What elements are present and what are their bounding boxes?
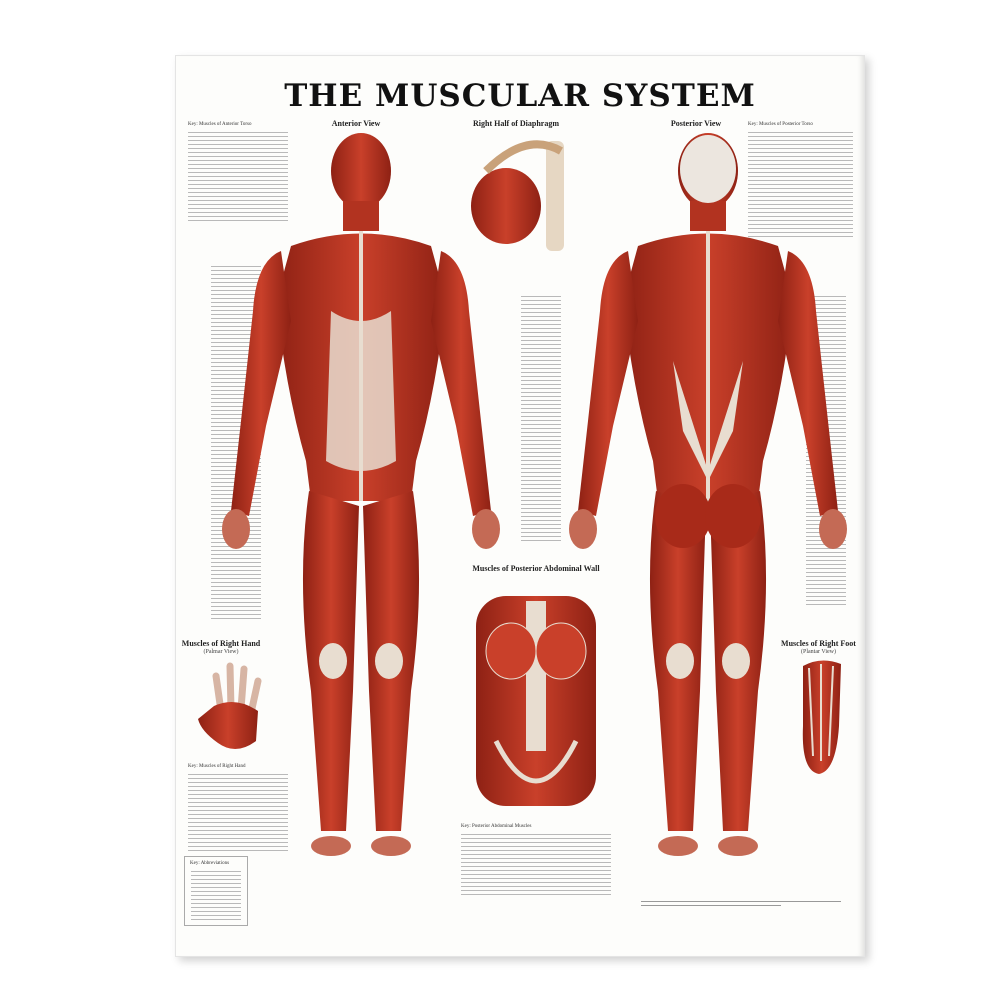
muscular-system-poster: THE MUSCULAR SYSTEM Anterior View Right … <box>175 55 865 957</box>
anterior-view-heading: Anterior View <box>331 119 381 128</box>
hand-heading: Muscles of Right Hand <box>181 639 261 648</box>
hand-subheading: (Palmar View) <box>203 649 239 655</box>
anterior-view-figure <box>222 133 500 856</box>
abbreviations-box <box>184 856 248 926</box>
abdominal-wall-heading: Muscles of Posterior Abdominal Wall <box>472 564 600 573</box>
abdominal-key-list <box>461 834 611 898</box>
foot-figure <box>802 660 841 774</box>
posterior-view-figure <box>569 133 847 856</box>
poster-title: THE MUSCULAR SYSTEM <box>284 78 756 114</box>
posterior-key-list <box>748 132 853 240</box>
key-right-hand: Key: Muscles of Right Hand <box>188 764 246 769</box>
abdominal-wall-figure <box>476 596 596 806</box>
key-abdominal: Key: Posterior Abdominal Muscles <box>461 824 532 829</box>
key-anterior-torso: Key: Muscles of Anterior Torso <box>188 122 252 127</box>
copyright-lines <box>641 901 841 909</box>
hand-key-list <box>188 774 288 854</box>
foot-heading: Muscles of Right Foot <box>781 639 856 648</box>
key-posterior-torso: Key: Muscles of Posterior Torso <box>748 122 813 127</box>
posterior-view-heading: Posterior View <box>670 119 722 128</box>
key-abbreviations: Key: Abbreviations <box>190 861 230 866</box>
diaphragm-figure <box>471 140 564 251</box>
diaphragm-heading: Right Half of Diaphragm <box>473 119 559 128</box>
hand-figure <box>198 662 262 750</box>
anterior-key-list <box>188 132 288 224</box>
center-labels <box>521 296 561 544</box>
foot-subheading: (Plantar View) <box>800 649 837 655</box>
